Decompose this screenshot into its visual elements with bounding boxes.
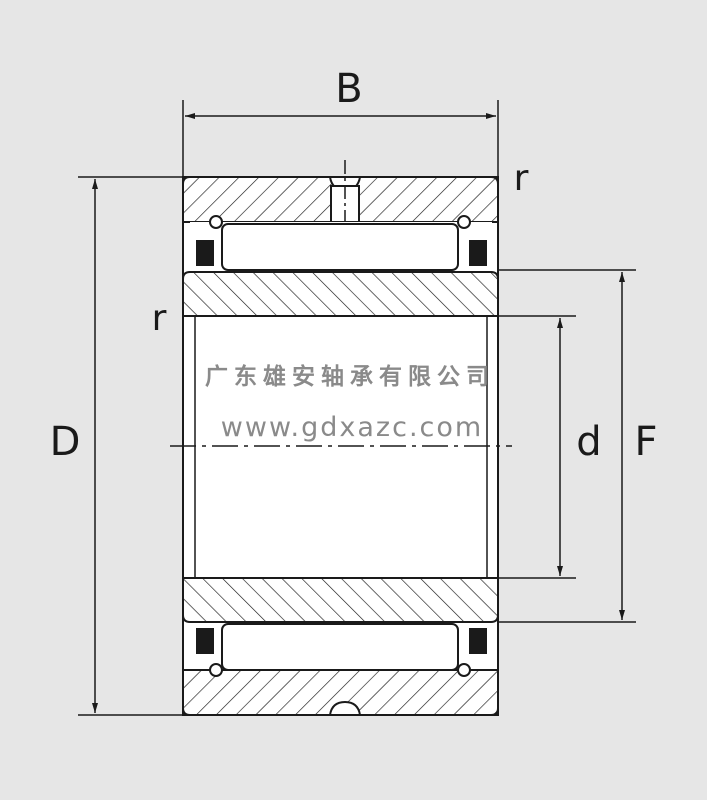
cage-ball-top-right [457,215,471,229]
cage-ball-top-left [209,215,223,229]
dim-b-label: B [335,66,362,112]
cage-bottom-left [196,628,214,654]
inner-ring-bottom [182,577,499,623]
radius-label-top: r [514,158,529,199]
dim-bore-label: d [576,419,601,465]
cage-ball-bottom-left [209,663,223,677]
cage-bottom-right [469,628,487,654]
cage-top-right [469,240,487,266]
dim-f-label: F [634,419,657,465]
roller-top [221,223,459,271]
watermark-url: www.gdxazc.com [221,412,483,443]
dim-d-label: D [50,419,81,465]
cage-top-left [196,240,214,266]
roller-bottom [221,623,459,671]
inner-ring-top [182,271,499,317]
cage-ball-bottom-right [457,663,471,677]
watermark-company: 广东雄安轴承有限公司 [205,363,495,390]
outer-ring-bottom [182,669,499,716]
radius-label-left: r [152,298,167,339]
